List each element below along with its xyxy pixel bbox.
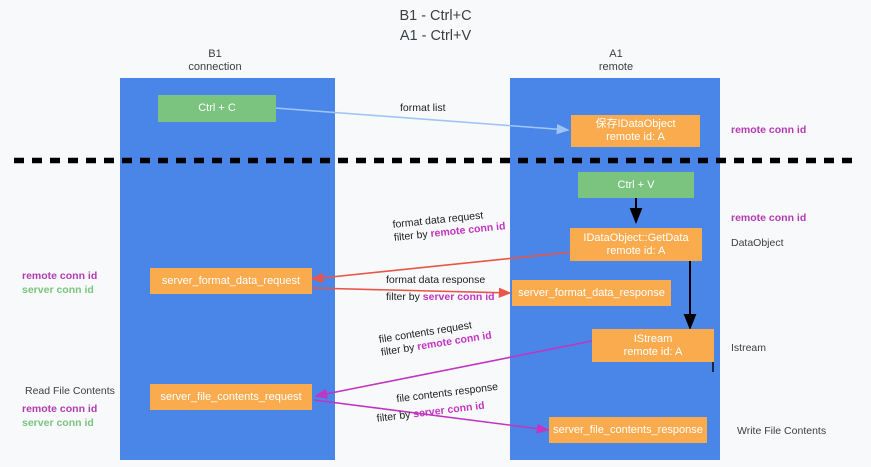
annotation-left-conn-ids-mid: remote conn id server conn id xyxy=(22,269,97,297)
node-server-format-data-response-label: server_format_data_response xyxy=(518,286,665,299)
edge-filter-highlight-2: server conn id xyxy=(422,291,495,303)
edge-filter-prefix-2: filter by xyxy=(386,291,423,303)
node-idataobject-remote-line2: remote id: A xyxy=(606,131,665,143)
node-server-format-data-request[interactable]: server_format_data_request xyxy=(150,268,312,294)
annotation-left-read-file-contents: Read File Contents xyxy=(25,384,115,398)
annotation-right-write-file-contents-text: Write File Contents xyxy=(737,425,827,437)
annotation-right-istream: Istream xyxy=(731,341,766,355)
annotation-left-remote-conn-id-mid-text: remote conn id xyxy=(22,270,98,282)
edge-filter-prefix-4: filter by xyxy=(376,408,415,425)
title-line-2: A1 - Ctrl+V xyxy=(399,28,472,44)
node-istream-line1: IStream xyxy=(633,332,673,345)
node-ctrl-c[interactable]: Ctrl + C xyxy=(158,95,276,122)
column-header-b1-sub: connection xyxy=(188,61,242,73)
node-server-format-data-response[interactable]: server_format_data_response xyxy=(512,280,671,306)
node-server-file-contents-request-label: server_file_contents_request xyxy=(160,390,302,403)
column-header-b1: B1 connection xyxy=(135,48,295,74)
column-header-a1: A1 remote xyxy=(536,48,696,74)
node-ctrl-v[interactable]: Ctrl + V xyxy=(578,172,694,198)
node-ctrl-v-label: Ctrl + V xyxy=(617,178,655,191)
annotation-left-read-file-contents-text: Read File Contents xyxy=(25,385,115,397)
node-istream-line2: remote id: A xyxy=(623,345,683,358)
diagram-title: B1 - Ctrl+C A1 - Ctrl+V xyxy=(0,6,871,46)
node-idataobject-remote[interactable]: 保存IDataObject remote id: A xyxy=(571,115,700,147)
edge-filter-prefix-1: filter by xyxy=(393,228,432,244)
node-idataobject-remote-line1: 保存IDataObject xyxy=(595,118,676,130)
annotation-right-remote-conn-id-top: remote conn id xyxy=(731,123,806,137)
annotation-right-remote-conn-id-mid: remote conn id xyxy=(731,211,806,225)
node-server-file-contents-request[interactable]: server_file_contents_request xyxy=(150,384,312,410)
title-line-1: B1 - Ctrl+C xyxy=(399,8,472,24)
edge-label-format-list: format list xyxy=(400,102,446,115)
column-header-a1-sub: remote xyxy=(598,61,634,73)
node-idataobject-getdata-line2: remote id: A xyxy=(606,244,666,257)
edge-label-format-data-request: format data request filter by remote con… xyxy=(392,207,506,245)
column-header-a1-name: A1 xyxy=(609,48,623,60)
node-idataobject-getdata-line1: IDataObject::GetData xyxy=(583,231,689,244)
edge-label-format-data-response: format data response filter by server co… xyxy=(386,274,495,304)
annotation-right-dataobject: DataObject xyxy=(731,236,784,250)
annotation-left-server-conn-id-bottom-text: server conn id xyxy=(22,417,94,429)
edge-label-file-contents-response-line2: filter by server conn id xyxy=(376,398,501,426)
edge-label-format-data-response-line1: format data response xyxy=(386,274,486,286)
annotation-right-write-file-contents: Write File Contents xyxy=(737,424,826,438)
annotation-left-server-conn-id-mid-text: server conn id xyxy=(22,284,94,296)
edge-label-format-list-text: format list xyxy=(400,102,446,114)
node-istream[interactable]: IStream remote id: A xyxy=(592,329,714,362)
annotation-right-remote-conn-id-top-text: remote conn id xyxy=(731,124,807,136)
node-idataobject-getdata[interactable]: IDataObject::GetData remote id: A xyxy=(570,228,702,261)
node-ctrl-c-label: Ctrl + C xyxy=(198,102,236,114)
column-header-b1-name: B1 xyxy=(208,48,222,60)
annotation-left-conn-ids-bottom: remote conn id server conn id xyxy=(22,402,97,430)
annotation-left-remote-conn-id-bottom-text: remote conn id xyxy=(22,403,98,415)
annotation-right-istream-text: Istream xyxy=(731,342,767,354)
edge-label-file-contents-request: file contents request filter by remote c… xyxy=(378,316,493,359)
node-server-format-data-request-label: server_format_data_request xyxy=(161,274,301,287)
edge-label-format-data-response-line2: filter by server conn id xyxy=(386,291,495,304)
annotation-right-dataobject-text: DataObject xyxy=(731,237,784,249)
node-server-file-contents-response-label: server_file_contents_response xyxy=(553,423,703,436)
edge-label-file-contents-response: file contents response filter by server … xyxy=(374,381,501,426)
annotation-right-remote-conn-id-mid-text: remote conn id xyxy=(731,212,807,224)
node-server-file-contents-response[interactable]: server_file_contents_response xyxy=(549,417,707,443)
